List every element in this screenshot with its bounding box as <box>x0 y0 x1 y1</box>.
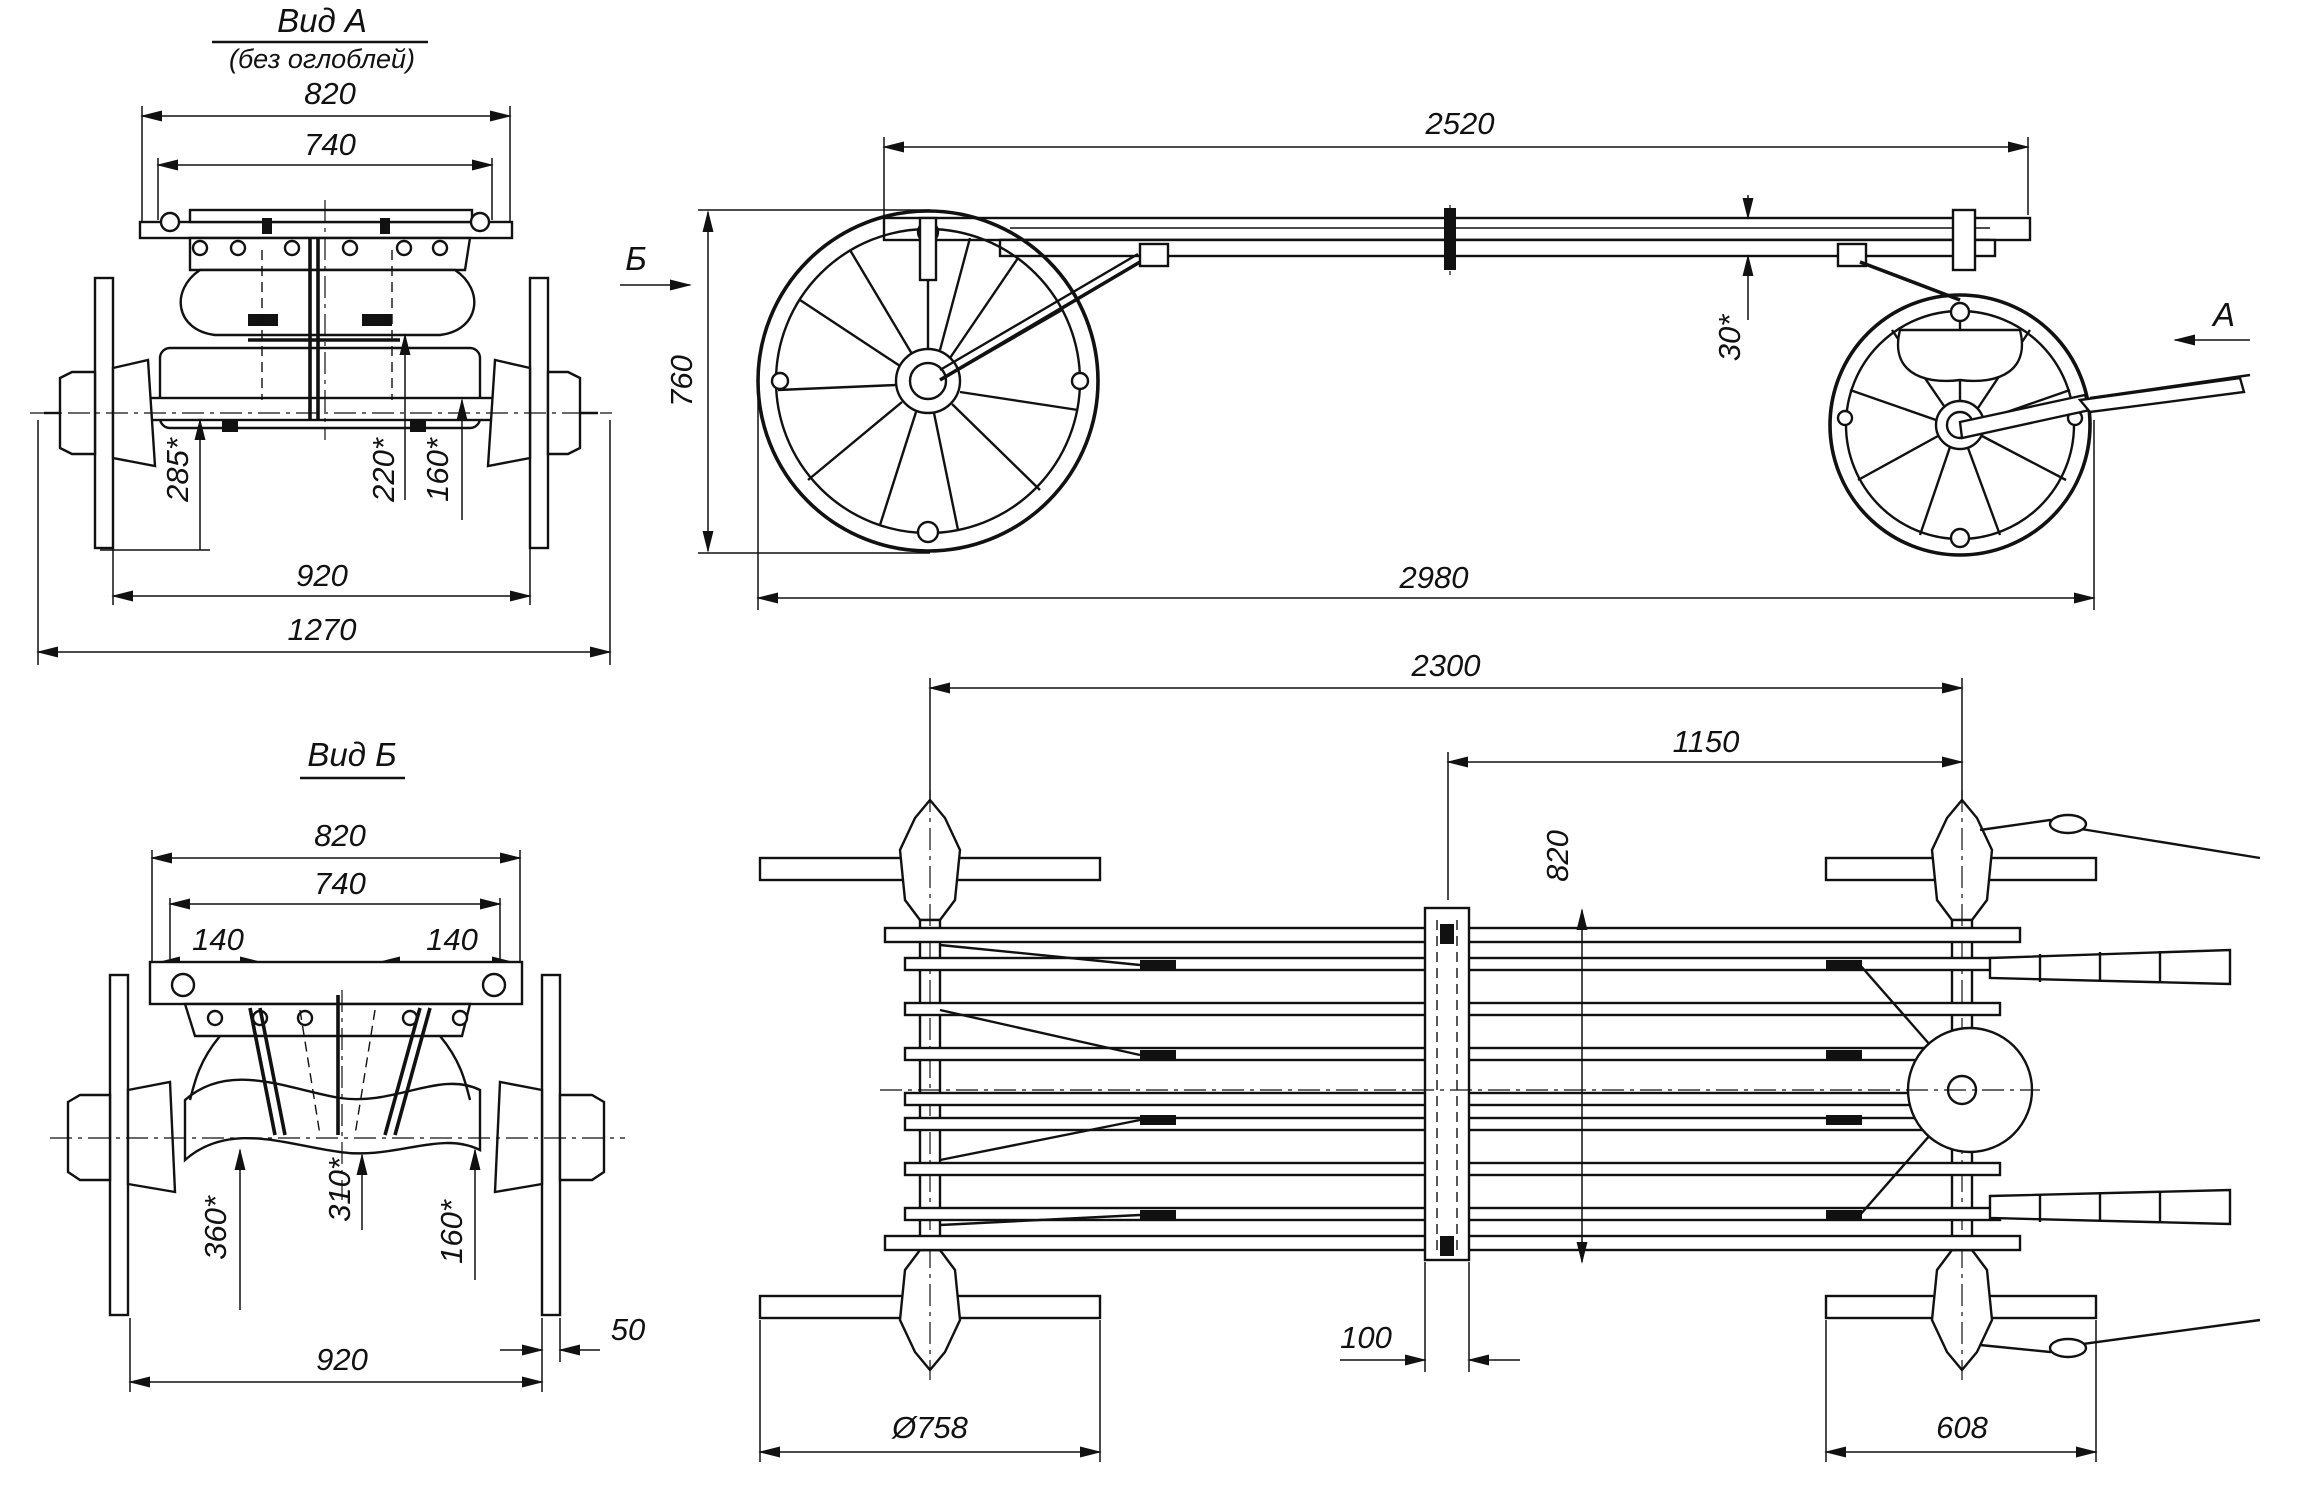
dim-view-b-140-right: 140 <box>426 922 478 957</box>
dim-view-b-360: 360* <box>198 1195 233 1260</box>
dim-view-a-160: 160* <box>420 437 455 502</box>
dim-side-2980: 2980 <box>1399 560 1469 595</box>
view-b-title: Вид Б <box>307 736 396 773</box>
view-a-arrow-label: А <box>2211 296 2235 333</box>
dim-view-b-50: 50 <box>611 1312 645 1347</box>
dim-view-b-820: 820 <box>314 818 366 853</box>
view-a: Вид А (без оглоблей) 820 740 <box>30 2 612 665</box>
dim-view-a-920: 920 <box>296 558 348 593</box>
dim-top-1150: 1150 <box>1673 724 1740 759</box>
top-view: 2300 1150 <box>758 648 2261 1462</box>
dim-side-760: 760 <box>664 355 699 407</box>
dim-top-2300: 2300 <box>1411 648 1481 683</box>
view-a-subtitle: (без оглоблей) <box>229 44 415 74</box>
dim-view-a-820: 820 <box>304 76 356 111</box>
dim-view-a-285: 285* <box>160 437 195 503</box>
side-view: 2520 Б <box>620 106 2251 610</box>
view-b-arrow-label: Б <box>625 240 646 277</box>
dim-view-b-310: 310* <box>322 1157 357 1222</box>
dim-top-608: 608 <box>1936 1410 1988 1445</box>
view-a-title: Вид А <box>277 2 367 39</box>
dim-view-b-140-left: 140 <box>192 922 244 957</box>
dim-top-758: Ø758 <box>891 1410 969 1445</box>
dim-view-a-1270: 1270 <box>288 612 357 647</box>
dim-view-b-920: 920 <box>316 1342 368 1377</box>
dim-side-30: 30* <box>1712 314 1747 361</box>
dim-view-a-220: 220* <box>366 437 401 503</box>
dim-top-100: 100 <box>1340 1320 1392 1355</box>
dim-view-b-740: 740 <box>314 866 366 901</box>
dim-view-b-160: 160* <box>434 1199 469 1264</box>
view-b: Вид Б 820 740 140 140 <box>50 736 645 1392</box>
dim-view-a-740: 740 <box>304 127 356 162</box>
dim-side-2520: 2520 <box>1425 106 1495 141</box>
dim-top-820: 820 <box>1540 830 1575 882</box>
